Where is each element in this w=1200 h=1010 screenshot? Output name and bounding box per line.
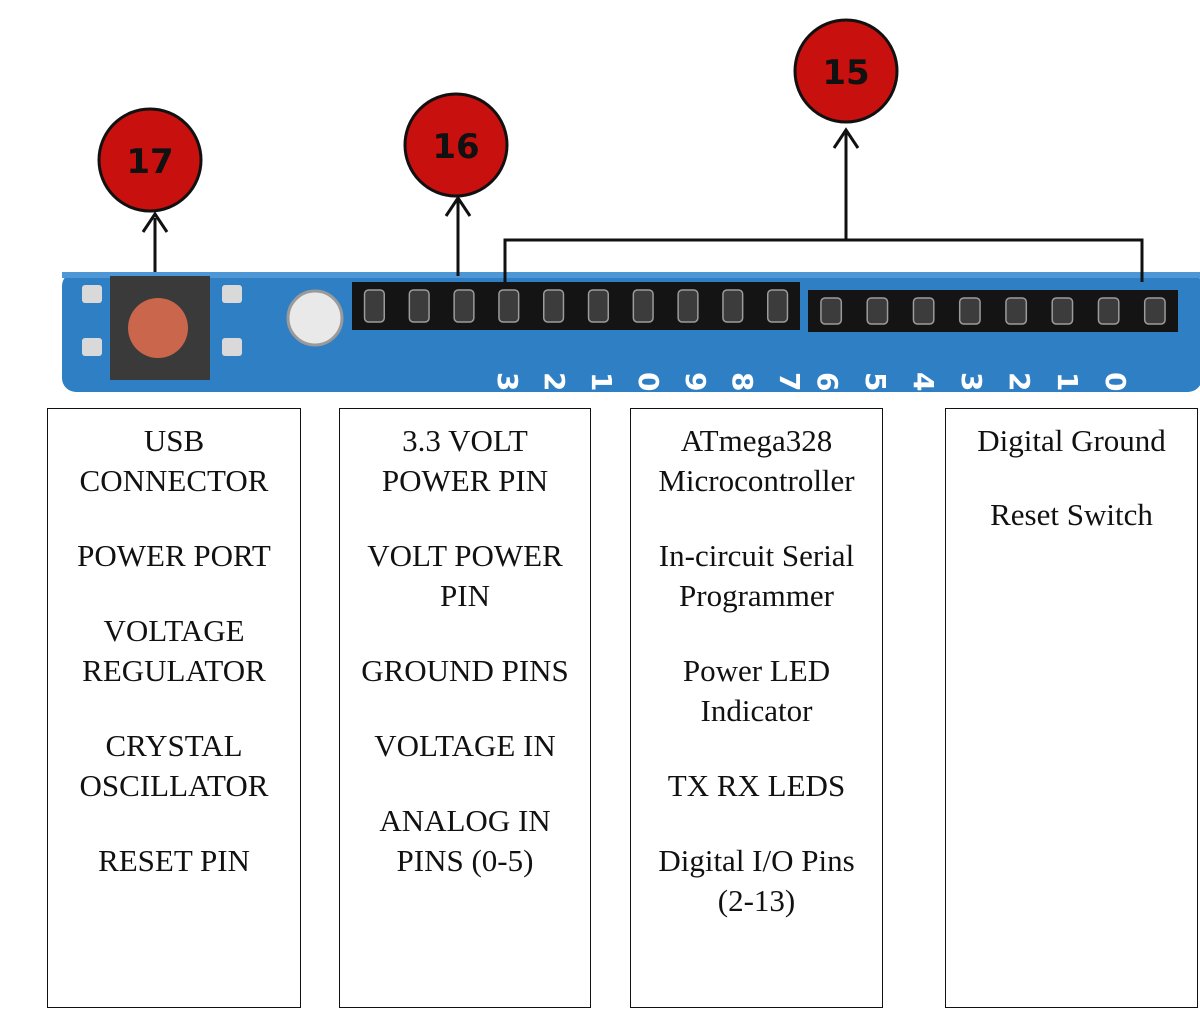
component-label: VOLTAGE IN xyxy=(374,728,556,763)
component-label: POWER PORT xyxy=(77,538,271,573)
smd-pad xyxy=(82,338,102,356)
component-label: Power LED Indicator xyxy=(682,653,831,728)
header-pin-slot xyxy=(820,297,843,325)
pin-number-label: 2 xyxy=(538,372,571,391)
component-label: TX RX LEDS xyxy=(667,768,846,803)
component-label: GROUND PINS xyxy=(361,653,569,688)
component-label: Digital I/O Pins (2-13) xyxy=(658,843,855,918)
component-label: ATmega328 Microcontroller xyxy=(658,423,855,498)
header-pin-slot xyxy=(1097,297,1120,325)
pin-number-label: 1 xyxy=(585,372,618,391)
component-label: ANALOG IN PINS (0-5) xyxy=(379,803,551,878)
header-pin-slot xyxy=(1143,297,1166,325)
marker-label: 16 xyxy=(432,127,479,167)
marker-circle xyxy=(403,92,509,198)
digital-header-right xyxy=(808,290,1178,332)
marker-15: 15 xyxy=(793,18,899,124)
header-pin-slot xyxy=(766,289,789,323)
smd-pad xyxy=(222,338,242,356)
marker-circle xyxy=(97,107,203,213)
pin-number-label: 9 xyxy=(679,372,712,391)
header-pin-slot xyxy=(1005,297,1028,325)
header-pin-slot xyxy=(498,289,520,323)
board-edge-highlight xyxy=(62,272,1200,278)
component-label: VOLTAGE REGULATOR xyxy=(82,613,266,688)
component-list-column-1: USB CONNECTOR POWER PORT VOLTAGE REGULATOR… xyxy=(47,408,301,1008)
header-pin-slot xyxy=(866,297,889,325)
header-pin-slot xyxy=(453,289,475,323)
component-label: USB CONNECTOR xyxy=(79,423,269,498)
bracket-15 xyxy=(503,238,1144,282)
component-label: RESET PIN xyxy=(98,843,250,878)
pin-number-label: 6 xyxy=(811,372,844,391)
reset-button-cap xyxy=(128,298,188,358)
header-pin-slot xyxy=(722,289,744,323)
component-label: Reset Switch xyxy=(990,497,1153,532)
smd-pad xyxy=(222,285,242,303)
pin-number-label: 8 xyxy=(726,372,759,391)
arrow-head-17 xyxy=(141,211,169,233)
pin-number-label: 3 xyxy=(491,372,524,391)
header-pin-slot xyxy=(912,297,935,325)
component-list-column-2: 3.3 VOLT POWER PIN VOLT POWER PIN GROUND P… xyxy=(339,408,591,1008)
header-pin-slot xyxy=(408,289,430,323)
header-pin-slot xyxy=(632,289,654,323)
pin-number-label: 3 xyxy=(955,372,988,391)
component-label: 3.3 VOLT POWER PIN xyxy=(381,423,549,498)
pin-number-label: 1 xyxy=(1051,372,1084,391)
header-pin-slot xyxy=(542,289,565,323)
component-label: VOLT POWER PIN xyxy=(367,538,563,613)
header-pin-slot xyxy=(363,289,386,323)
mounting-hole xyxy=(286,289,344,347)
component-label: Digital Ground xyxy=(977,423,1166,458)
header-pin-slots xyxy=(363,289,1166,325)
pin-number-label: 4 xyxy=(907,372,940,391)
header-pin-slot xyxy=(1051,297,1074,325)
pin-number-label: 2 xyxy=(1003,372,1036,391)
marker-label: 15 xyxy=(822,53,869,93)
component-label: CRYSTAL OSCILLATOR xyxy=(79,728,269,803)
marker-17: 17 xyxy=(97,107,203,213)
marker-16: 16 xyxy=(403,92,509,198)
pin-number-label: 5 xyxy=(859,372,892,391)
pin-number-label: 7 xyxy=(773,372,806,391)
pin-number-label: 0 xyxy=(632,372,665,391)
marker-circle xyxy=(793,18,899,124)
marker-label: 17 xyxy=(126,142,173,182)
arrow-head-16 xyxy=(444,195,472,217)
smd-pad xyxy=(82,285,102,303)
header-pin-slot xyxy=(587,289,610,323)
component-label: In-circuit Serial Programmer xyxy=(658,538,855,613)
arrow-head-15 xyxy=(832,127,860,149)
header-pin-slot xyxy=(677,289,699,323)
pin-number-label: 0 xyxy=(1099,372,1132,391)
header-pin-slot xyxy=(958,297,981,325)
